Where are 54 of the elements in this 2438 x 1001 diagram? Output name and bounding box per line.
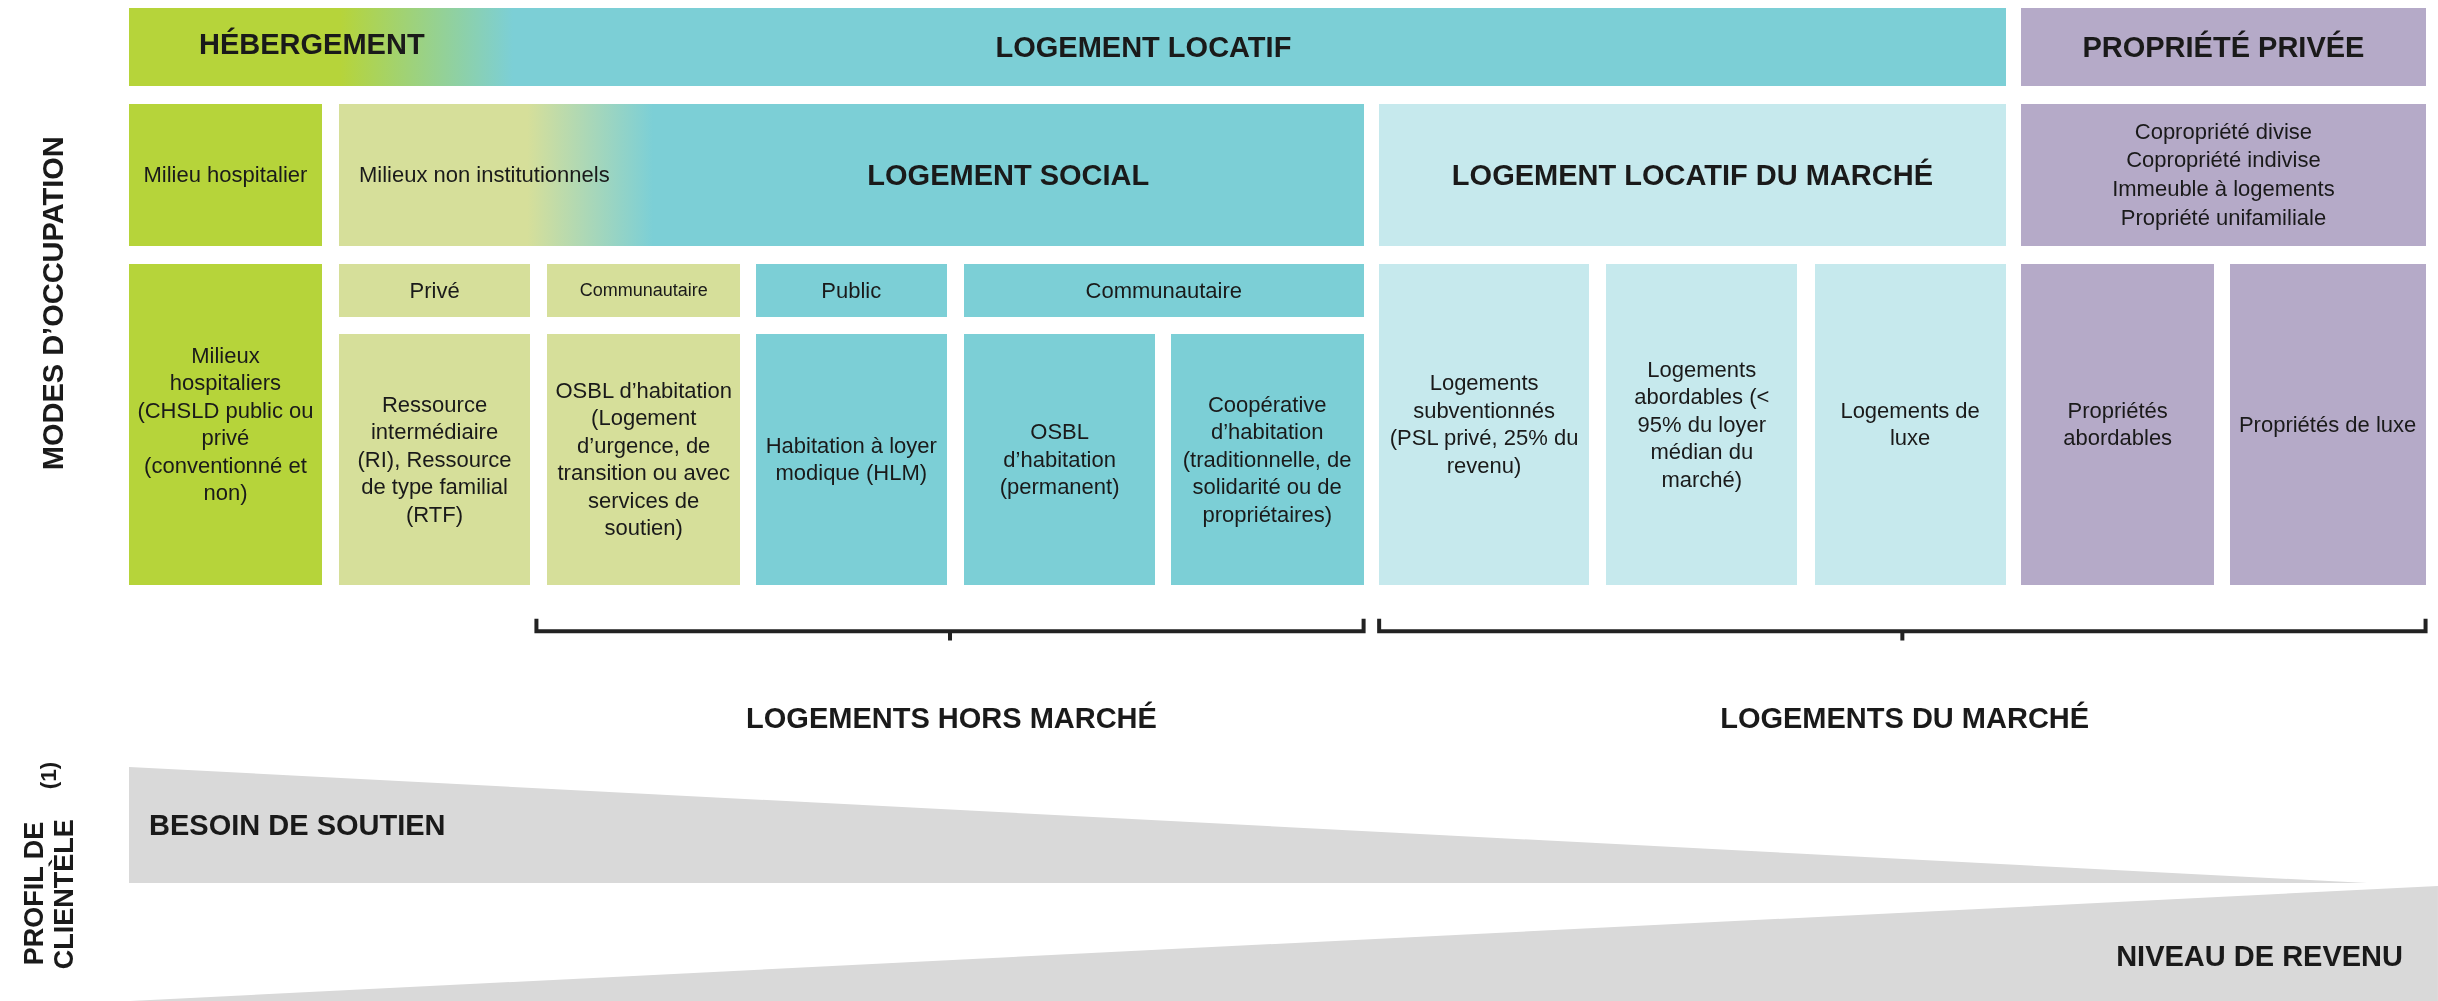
- group-label: LOGEMENTS DU MARCHÉ: [1720, 701, 2090, 735]
- category-box: [755, 334, 947, 585]
- category-box: [964, 264, 1364, 318]
- category-box: [338, 264, 531, 318]
- box-text: Logements de luxe: [1839, 396, 1981, 452]
- box-text: Communautaire: [579, 279, 708, 302]
- category-box: [2021, 264, 2215, 585]
- category-box: [129, 264, 322, 585]
- box-text: Propriétés abordables: [2062, 396, 2174, 452]
- category-box: [129, 104, 322, 246]
- box-text: Milieux hospitaliers (CHSLD public ou privé (conventionné et non): [137, 341, 314, 507]
- box-text: Privé: [409, 277, 460, 305]
- box-text: Coopérative d’habitation (traditionnelle, de solidarité ou de propriétaires): [1181, 390, 1353, 529]
- category-band: [2021, 7, 2426, 86]
- box-text: Copropriété indivise: [2126, 146, 2321, 175]
- category-box: [1814, 264, 2006, 585]
- box-text: Propriétés de luxe: [2238, 410, 2417, 439]
- category-box: [2229, 264, 2426, 585]
- category-box: [338, 334, 531, 585]
- box-text: Ressource intermédiaire (RI), Ressource de type familial (RTF): [356, 390, 513, 529]
- box-text: Immeuble à logements: [2112, 174, 2335, 203]
- category-band: [129, 7, 514, 86]
- category-heading: HÉBERGEMENT: [199, 26, 425, 62]
- category-box: [547, 334, 741, 585]
- category-heading: LOGEMENT LOCATIF: [995, 29, 1292, 65]
- box-text: Propriété unifamiliale: [2120, 203, 2327, 232]
- box-text: OSBL d’habitation (Logement d’urgence, de transition ou avec services de soutien): [555, 376, 733, 542]
- box-text: Copropriété divise: [2134, 117, 2313, 146]
- box-text: Logements abordables (< 95% du loyer médian du marché): [1633, 355, 1771, 494]
- category-heading: LOGEMENT SOCIAL: [867, 157, 1150, 193]
- category-box: [755, 264, 947, 318]
- category-band: [513, 7, 2006, 86]
- category-box: [1606, 264, 1798, 585]
- box-text: Public: [821, 277, 882, 305]
- box-text: Communautaire: [1085, 277, 1243, 305]
- category-heading: PROPRIÉTÉ PRIVÉE: [2082, 29, 2365, 65]
- axis-title: MODES D’OCCUPATION: [36, 135, 71, 473]
- box-text: Milieux non institutionnels: [358, 161, 610, 189]
- category-box: [1379, 104, 2006, 246]
- category-box: [1170, 334, 1364, 585]
- category-box: [1379, 264, 1590, 585]
- category-box: [964, 334, 1156, 585]
- category-heading: NIVEAU DE REVENU: [2116, 938, 2403, 974]
- category-box: [338, 104, 654, 246]
- box-text: Habitation à loyer modique (HLM): [764, 431, 938, 487]
- box-text: Milieu hospitalier: [143, 161, 308, 189]
- category-heading: BESOIN DE SOUTIEN: [149, 807, 446, 843]
- group-label: LOGEMENTS HORS MARCHÉ: [746, 701, 1157, 735]
- category-box: [653, 104, 1364, 246]
- box-text: OSBL d’habitation (permanent): [998, 418, 1121, 501]
- box-text: Logements subventionnés (PSL privé, 25% du revenu): [1388, 369, 1580, 480]
- category-heading: LOGEMENT LOCATIF DU MARCHÉ: [1451, 157, 1933, 193]
- category-box: [547, 264, 741, 318]
- category-box: [2021, 104, 2426, 246]
